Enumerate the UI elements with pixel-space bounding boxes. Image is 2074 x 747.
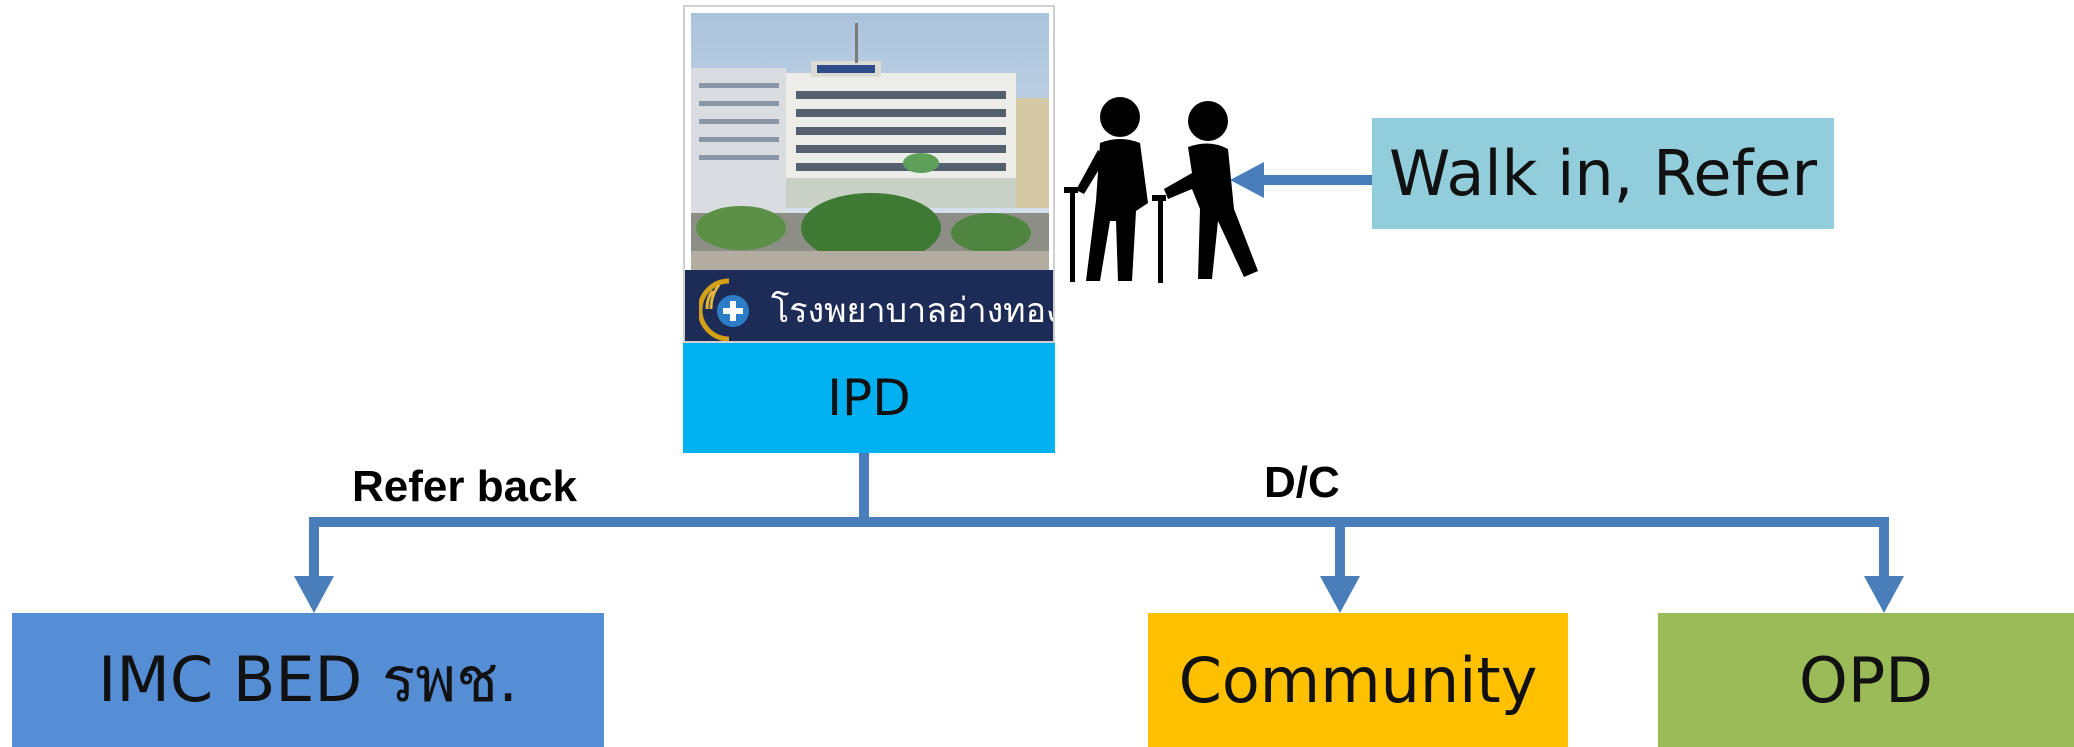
walkin-arrow-line bbox=[1262, 175, 1372, 185]
opd-node: OPD bbox=[1658, 613, 2074, 747]
branch-bus-line bbox=[309, 517, 1889, 527]
opd-label: OPD bbox=[1799, 643, 1933, 717]
ipd-down-line bbox=[859, 453, 869, 521]
imc-bed-label: IMC BED รพช. bbox=[98, 643, 518, 716]
community-label: Community bbox=[1178, 643, 1538, 717]
elderly-assisted-walking-icon bbox=[1064, 97, 1258, 283]
walk-in-refer-node: Walk in, Refer bbox=[1372, 118, 1834, 229]
ipd-node: IPD bbox=[683, 343, 1055, 453]
opd-drop-line bbox=[1879, 517, 1889, 579]
imc-bed-node: IMC BED รพช. bbox=[12, 613, 604, 747]
hospital-name-banner: โรงพยาบาลอ่างทอง bbox=[685, 270, 1055, 341]
community-drop-line bbox=[1335, 517, 1345, 579]
hospital-emblem-icon bbox=[699, 278, 749, 341]
hospital-photo: โรงพยาบาลอ่างทอง bbox=[683, 5, 1055, 343]
imc-arrowhead bbox=[294, 576, 334, 613]
discharge-label: D/C bbox=[1264, 458, 1340, 507]
refer-back-label: Refer back bbox=[352, 462, 578, 511]
ipd-label: IPD bbox=[827, 369, 911, 427]
hospital-building-image bbox=[691, 13, 1049, 271]
community-node: Community bbox=[1148, 613, 1568, 747]
walk-in-refer-label: Walk in, Refer bbox=[1388, 137, 1817, 210]
community-arrowhead bbox=[1320, 576, 1360, 613]
opd-arrowhead bbox=[1864, 576, 1904, 613]
imc-drop-line bbox=[309, 517, 319, 579]
hospital-name: โรงพยาบาลอ่างทอง bbox=[771, 291, 1055, 331]
